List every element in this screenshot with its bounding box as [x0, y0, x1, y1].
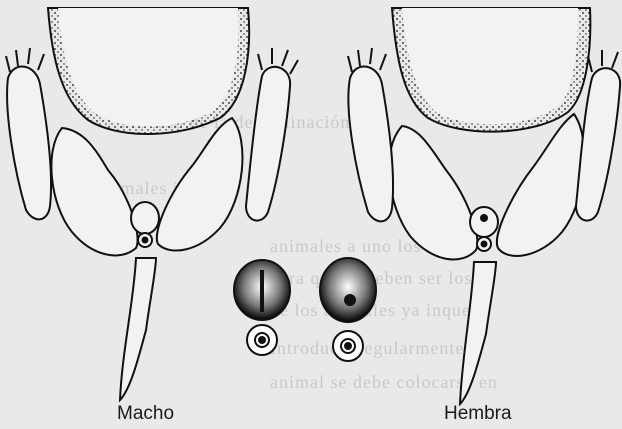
male-genital-papilla: [131, 202, 159, 234]
female-left-thigh: [389, 126, 477, 259]
female-right-foot: [576, 68, 620, 220]
female-detail: [320, 258, 376, 361]
male-left-foot: [7, 67, 51, 220]
male-detail: [234, 260, 290, 355]
female-right-thigh: [497, 114, 585, 256]
female-label: Hembra: [444, 403, 512, 425]
female-figure: [348, 8, 620, 404]
male-left-thigh: [51, 128, 137, 255]
female-left-foot: [348, 67, 393, 222]
male-label: Macho: [117, 403, 174, 425]
male-tail: [120, 258, 156, 400]
male-right-thigh: [157, 118, 243, 251]
female-tail: [460, 262, 496, 404]
male-right-foot: [246, 67, 290, 221]
